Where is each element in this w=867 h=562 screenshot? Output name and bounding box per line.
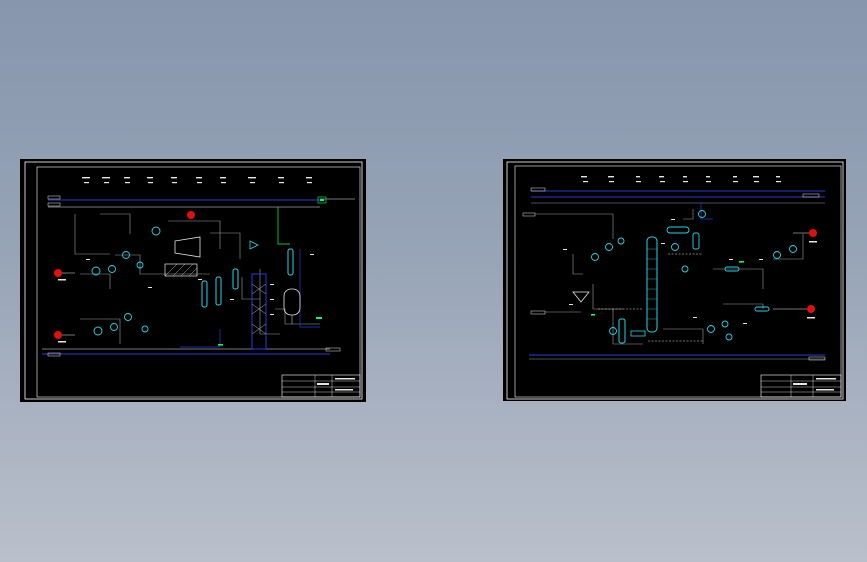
drum-icon[interactable] (692, 232, 700, 250)
pump-group-upper[interactable] (91, 226, 161, 276)
title-block (760, 374, 842, 398)
heat-exchanger-icon[interactable] (164, 263, 198, 277)
distillation-column-icon[interactable] (646, 236, 658, 333)
outer-frame (24, 161, 363, 400)
dashed-signal-lines (598, 253, 703, 342)
drawing-sheet-left[interactable] (20, 159, 366, 402)
pump-group[interactable] (591, 237, 797, 341)
distillation-column-icon[interactable] (251, 273, 267, 350)
condenser-icon[interactable] (666, 226, 690, 234)
compressor-icon[interactable] (174, 236, 201, 258)
red-circle-marker[interactable] (807, 229, 817, 313)
top-pump-icon[interactable] (698, 210, 706, 218)
horizontal-exchangers[interactable] (724, 266, 770, 312)
outer-frame (506, 161, 844, 400)
cyclone-separator-icon[interactable] (572, 291, 590, 303)
vessel-icon[interactable] (283, 288, 301, 324)
red-circle-marker[interactable] (54, 211, 195, 339)
stream-header-row (82, 177, 312, 184)
vertical-exchangers[interactable] (201, 248, 294, 308)
inner-frame (36, 166, 361, 398)
stream-header-row (581, 176, 781, 183)
instrument-tags (563, 219, 763, 324)
instrument-tags (86, 254, 314, 315)
left-sheet-drawing (24, 161, 363, 400)
reboiler-icon[interactable] (618, 318, 626, 344)
process-lines (535, 209, 804, 345)
right-sheet-drawing (506, 161, 844, 400)
process-lines (74, 213, 320, 344)
drawing-sheet-right[interactable] (503, 159, 846, 401)
valve-markers (218, 199, 324, 346)
inner-frame (514, 165, 842, 398)
pump-group-lower[interactable] (93, 313, 149, 336)
title-block (281, 374, 361, 398)
valve-icon[interactable] (249, 240, 259, 250)
valve-markers (591, 261, 744, 316)
